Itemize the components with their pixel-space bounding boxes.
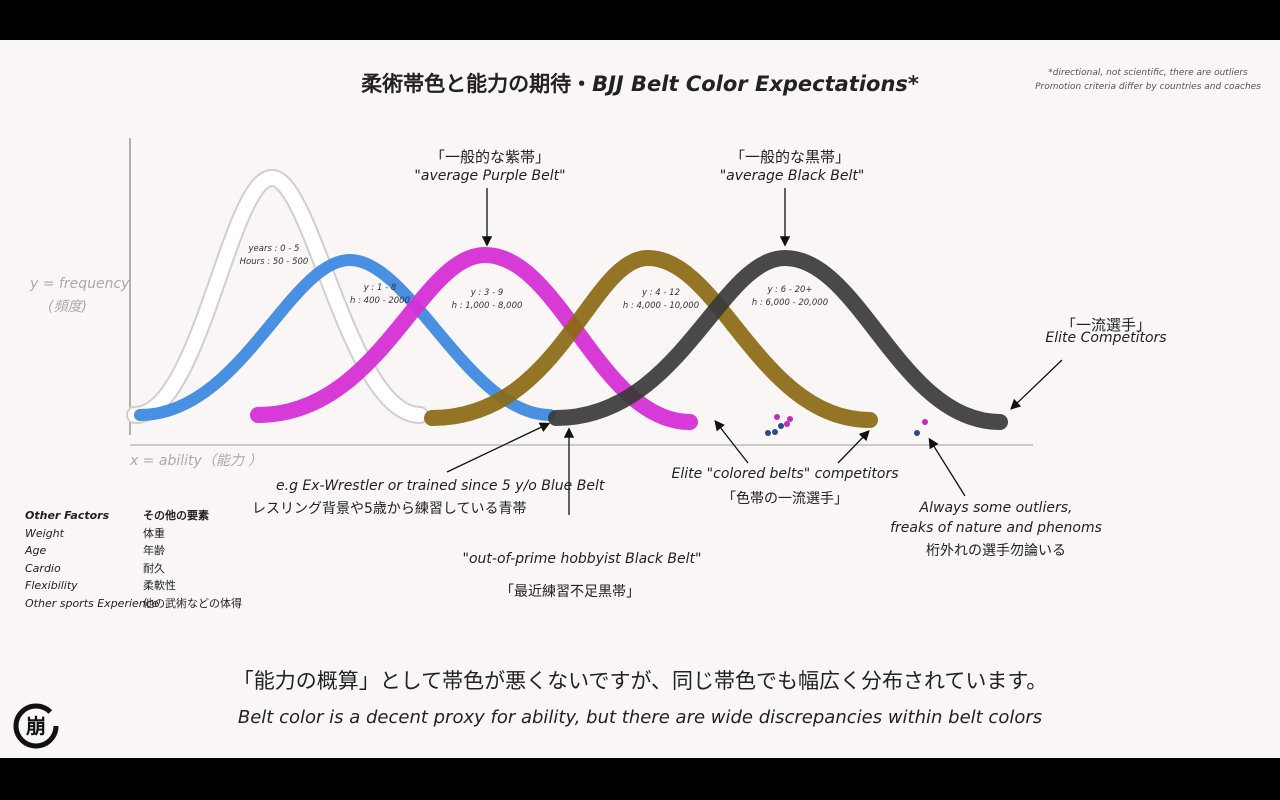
- hobbyist-label-jp: 「最近練習不足黒帯」: [500, 584, 640, 600]
- purple-peak-label-jp: 「一般的な紫帯」: [429, 148, 551, 166]
- outliers-label-en-2: freaks of nature and phenoms: [890, 520, 1102, 536]
- belt-distribution-chart: [126, 138, 1063, 515]
- black-belt-years: y : 6 - 20+: [767, 285, 813, 295]
- factor-en-flexibility: Flexibility: [25, 579, 78, 592]
- blue-belt-years: y : 1 - 8: [363, 283, 397, 293]
- outlier-arrow: [928, 437, 966, 497]
- brand-logo: 崩: [10, 700, 62, 752]
- slide: 柔術帯色と能力の期待・BJJ Belt Color Expectations* …: [0, 40, 1280, 758]
- colored-elite-arrow-left: [714, 419, 749, 464]
- black-peak-label-jp: 「一般的な黒帯」: [729, 148, 851, 166]
- factors-jp-heading: その他の要素: [143, 509, 209, 522]
- blue-note-en: e.g Ex-Wrestler or trained since 5 y/o B…: [276, 478, 605, 494]
- brown-belt-years: y : 4 - 12: [642, 288, 680, 298]
- elite-arrow: [1010, 359, 1063, 410]
- blue-note-jp: レスリング背景や5歳から練習している青帯: [252, 501, 527, 517]
- y-axis-label: y = frequency: [30, 276, 130, 292]
- purple-peak-label-en: "average Purple Belt": [414, 168, 566, 184]
- purple-belt-curve: [250, 246, 698, 430]
- disclaimer-1: *directional, not scientific, there are …: [1048, 68, 1248, 78]
- elite-label-en: Elite Competitors: [1045, 330, 1167, 346]
- colored-elite-dots: [765, 414, 793, 436]
- logo-glyph: 崩: [26, 714, 46, 738]
- title-en: BJJ Belt Color Expectations*: [592, 72, 919, 96]
- factor-jp-other-sports: 他の武術などの体得: [143, 596, 242, 610]
- blue-note-arrow: [446, 422, 551, 473]
- factor-en-age: Age: [25, 544, 47, 557]
- hobbyist-label-en: "out-of-prime hobbyist Black Belt": [462, 551, 702, 567]
- white-belt-hours: Hours : 50 - 500: [239, 257, 309, 267]
- factors-en-list: Other Factors Weight Age Cardio Flexibil…: [25, 507, 159, 612]
- factor-jp-cardio: 耐久: [143, 561, 165, 575]
- slide-title: 柔術帯色と能力の期待・BJJ Belt Color Expectations*: [361, 68, 919, 98]
- white-belt-years: years : 0 - 5: [248, 244, 300, 254]
- black-belt-curve: [548, 249, 1008, 430]
- blue-belt-hours: h : 400 - 2000: [350, 296, 410, 306]
- brown-belt-curve: [424, 249, 878, 428]
- footer-jp: 「能力の概算」として帯色が悪くないですが、同じ帯色でも幅広く分布されています。: [232, 669, 1048, 693]
- x-axis-label: x = ability（能力 ）: [130, 453, 263, 469]
- purple-belt-years: y : 3 - 9: [470, 288, 504, 298]
- factor-jp-age: 年齢: [143, 544, 165, 557]
- elite-label-jp: 「一流選手」: [1060, 316, 1152, 334]
- outliers-label-jp: 桁外れの選手勿論いる: [926, 543, 1066, 559]
- colored-elite-label-jp: 「色帯の一流選手」: [722, 491, 848, 507]
- factor-jp-weight: 体重: [143, 526, 165, 540]
- factor-jp-flexibility: 柔軟性: [143, 579, 176, 592]
- factors-jp-list: その他の要素 体重 年齢 耐久 柔軟性 他の武術などの体得: [143, 507, 242, 612]
- colored-elite-arrow-right: [837, 430, 870, 464]
- factor-en-cardio: Cardio: [25, 561, 61, 575]
- factor-en-other-sports: Other sports Experience: [25, 596, 159, 610]
- black-peak-label-en: "average Black Belt": [719, 168, 865, 184]
- outliers-label-en-1: Always some outliers,: [919, 500, 1073, 516]
- footer-en: Belt color is a decent proxy for ability…: [237, 707, 1043, 728]
- disclaimer-2: Promotion criteria differ by countries a…: [1035, 82, 1261, 92]
- blue-belt-curve: [134, 253, 556, 421]
- brown-belt-hours: h : 4,000 - 10,000: [622, 301, 700, 311]
- purple-belt-hours: h : 1,000 - 8,000: [451, 301, 523, 311]
- outlier-dots: [914, 419, 928, 436]
- factor-en-weight: Weight: [25, 526, 64, 540]
- title-jp: 柔術帯色と能力の期待・: [361, 72, 593, 96]
- colored-elite-label-en: Elite "colored belts" competitors: [671, 466, 899, 482]
- factors-en-heading: Other Factors: [25, 509, 110, 522]
- y-axis-label-jp: (頻度): [48, 299, 87, 315]
- black-belt-hours: h : 6,000 - 20,000: [751, 298, 829, 308]
